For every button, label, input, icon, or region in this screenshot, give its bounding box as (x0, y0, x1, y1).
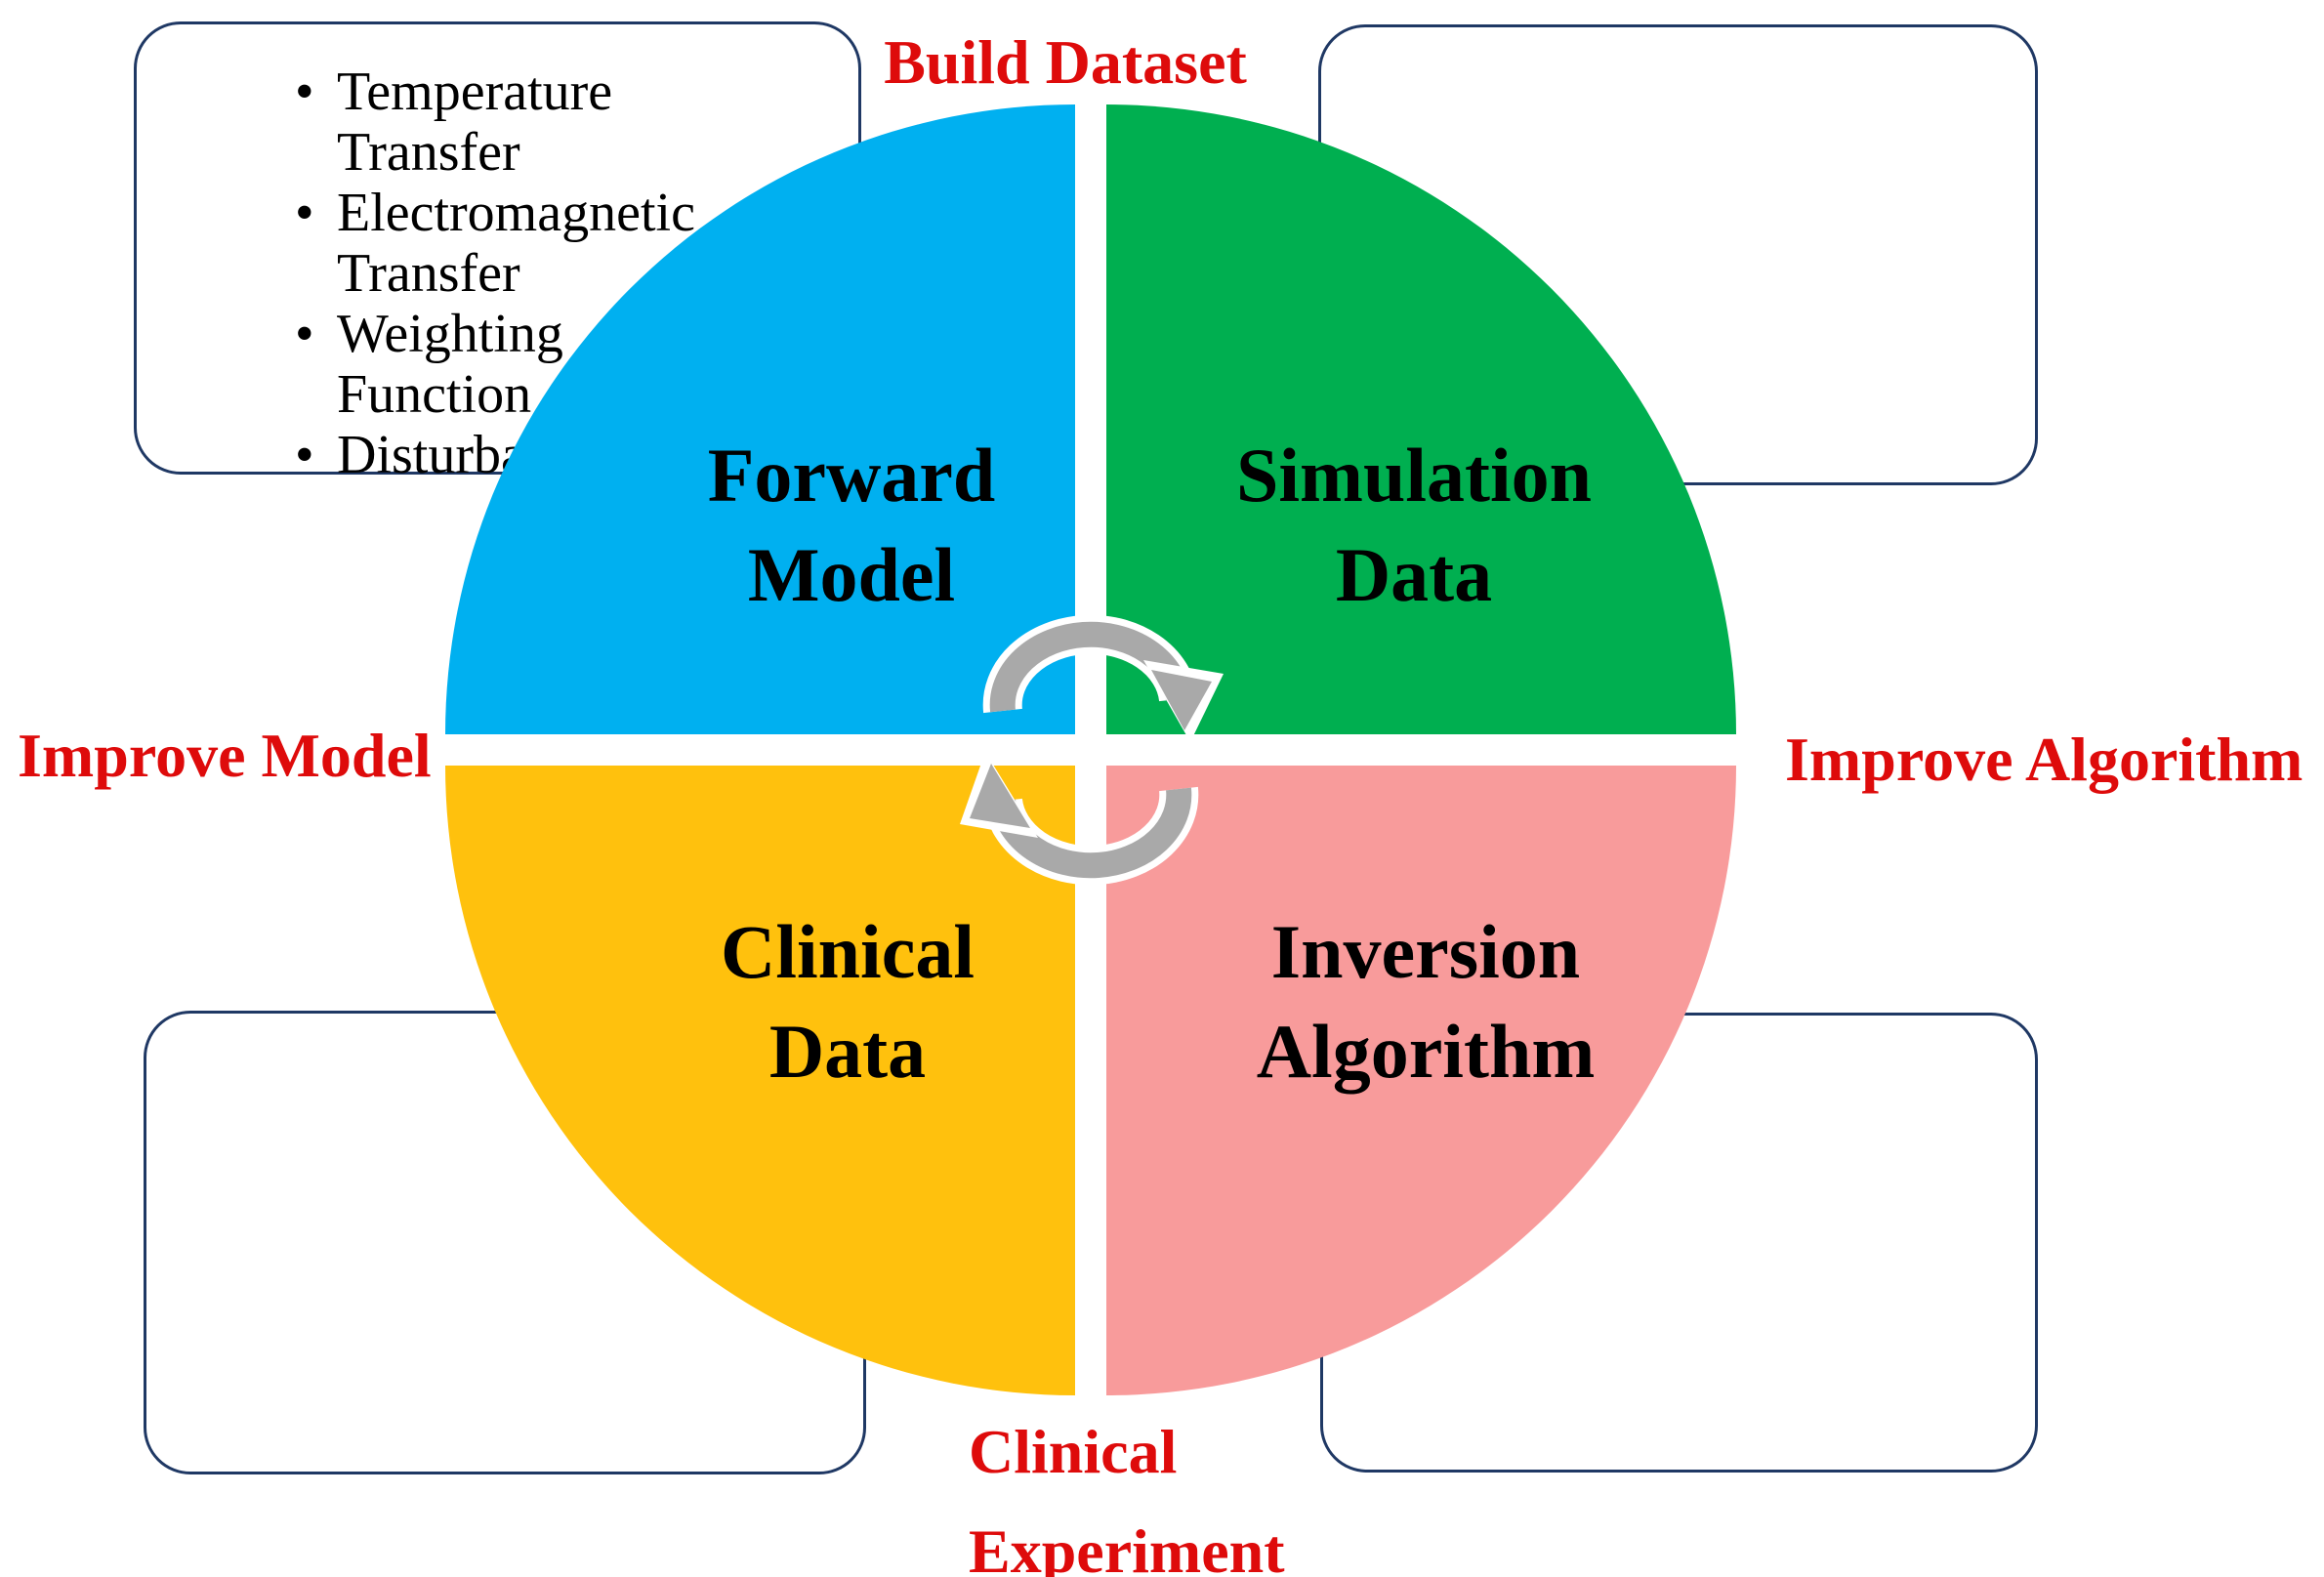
forward-model-label-line2: Model (747, 532, 956, 617)
build-dataset-label: Build Dataset (884, 27, 1247, 97)
inversion-algorithm-label: Inversion Algorithm (1133, 902, 1719, 1101)
clinical-experiment-label-line2: Experiment (969, 1516, 1285, 1577)
forward-model-label: Forward Model (559, 426, 1144, 625)
clinical-data-label: Clinical Data (555, 902, 1141, 1101)
list-item: Temperature Transfer (283, 62, 723, 183)
inversion-algorithm-label-line1: Inversion (1270, 909, 1581, 994)
inversion-algorithm-label-line2: Algorithm (1256, 1009, 1596, 1094)
clinical-experiment-label-line1: Clinical (969, 1417, 1178, 1486)
rotation-cycle-arrows-icon (960, 614, 1224, 886)
improve-algorithm-label: Improve Algorithm (1785, 725, 2303, 794)
simulation-data-label-line1: Simulation (1235, 433, 1593, 518)
simulation-data-label-line2: Data (1335, 532, 1493, 617)
clinical-experiment-label: Clinical Experiment (969, 1402, 1285, 1577)
forward-model-item-list: Temperature TransferElectromagnetic Tran… (283, 62, 723, 485)
simulation-data-label: Simulation Data (1121, 426, 1707, 625)
list-item: Electromagnetic Transfer (283, 183, 723, 304)
list-item: Weighting Function (283, 304, 723, 425)
clinical-data-label-line2: Data (768, 1009, 927, 1094)
forward-model-label-line1: Forward (707, 433, 996, 518)
improve-model-label: Improve Model (18, 721, 432, 790)
clinical-data-label-line1: Clinical (720, 909, 975, 994)
